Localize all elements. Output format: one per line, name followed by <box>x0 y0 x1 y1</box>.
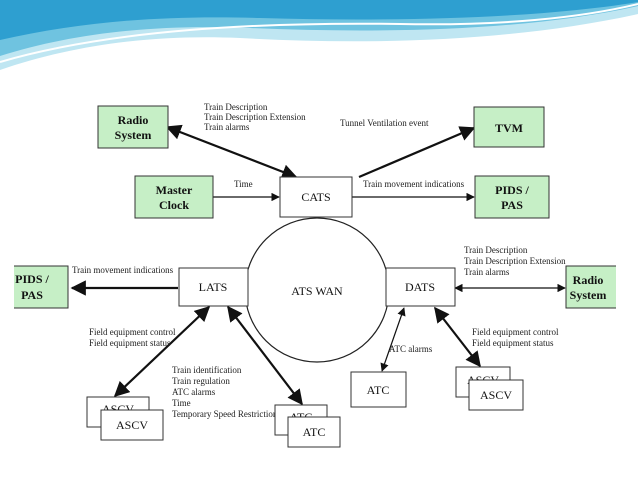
ats-architecture-diagram: ATS WAN Train Description Train Descript… <box>14 102 616 448</box>
master-clock-box: Master Clock <box>134 175 214 219</box>
svg-text:Master: Master <box>156 183 193 197</box>
svg-text:Radio: Radio <box>573 273 604 287</box>
pids-pas-right-box: PIDS / PAS <box>474 175 550 219</box>
svg-text:ASCV: ASCV <box>480 388 512 402</box>
dats-radio-label: Train Description Train Description Exte… <box>464 245 568 277</box>
lats-ascv-label: Field equipment control Field equipment … <box>89 327 178 348</box>
svg-text:ATC: ATC <box>303 425 326 439</box>
svg-text:CATS: CATS <box>301 190 330 204</box>
dats-ascv-connector <box>434 306 481 368</box>
lats-ascv-connector <box>113 305 211 398</box>
tvm-box: TVM <box>473 106 545 148</box>
svg-text:System: System <box>115 128 152 142</box>
radio-cats-connector <box>165 124 298 180</box>
svg-text:PIDS /: PIDS / <box>495 183 529 197</box>
tunnel-ventilation-label: Tunnel Ventilation event <box>340 118 429 128</box>
lats-atc-connector <box>227 305 303 406</box>
dats-ascv-label: Field equipment control Field equipment … <box>472 327 561 348</box>
svg-text:LATS: LATS <box>199 280 228 294</box>
decorative-banner <box>0 0 638 70</box>
lats-atc-label: Train identification Train regulation AT… <box>172 365 278 419</box>
banner-wave-dark <box>0 0 638 40</box>
svg-text:System: System <box>570 288 607 302</box>
banner-highlight <box>0 3 638 63</box>
cats-tvm-connector <box>358 126 476 179</box>
svg-text:PAS: PAS <box>21 288 43 302</box>
radio-cats-label: Train Description Train Description Exte… <box>204 102 308 132</box>
svg-text:ATC: ATC <box>367 383 390 397</box>
ascv-left-front-box: ASCV <box>100 409 164 441</box>
radio-system-left-box: Radio System <box>97 105 169 149</box>
svg-text:PIDS /: PIDS / <box>15 272 49 286</box>
svg-text:TVM: TVM <box>495 121 523 135</box>
radio-system-right-box: Radio System <box>565 265 616 309</box>
dats-box: DATS <box>385 267 456 307</box>
svg-text:Radio: Radio <box>118 113 149 127</box>
ascv-right-front-box: ASCV <box>468 379 524 411</box>
cats-box: CATS <box>279 176 353 218</box>
dats-atc-label: ATC alarms <box>389 344 433 354</box>
svg-text:PAS: PAS <box>501 198 523 212</box>
ats-wan-label: ATS WAN <box>291 284 343 298</box>
time-label: Time <box>234 179 253 189</box>
pids-pas-left-box: PIDS / PAS <box>14 265 69 309</box>
cats-pids-label: Train movement indications <box>363 179 465 189</box>
svg-text:ASCV: ASCV <box>116 418 148 432</box>
svg-text:Clock: Clock <box>159 198 189 212</box>
lats-box: LATS <box>178 267 249 307</box>
lats-pids-label: Train movement indications <box>72 265 174 275</box>
dats-atc-connector <box>380 307 406 372</box>
svg-text:DATS: DATS <box>405 280 435 294</box>
atc-mid-front-box: ATC <box>287 416 341 448</box>
atc-right-box: ATC <box>350 371 407 408</box>
